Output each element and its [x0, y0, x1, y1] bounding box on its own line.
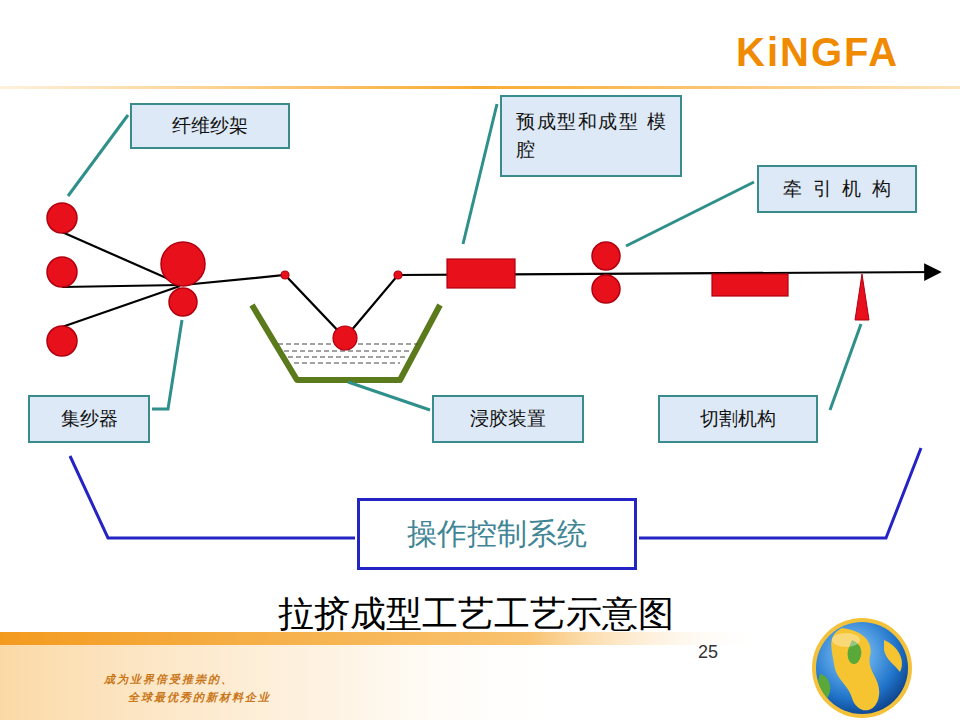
node-text: 集纱器 [61, 406, 118, 432]
fibre-path [62, 232, 940, 338]
gathering-rollers [161, 242, 205, 316]
node-text: 牵引机构 [783, 176, 901, 202]
puller-callout: 牵引机构 [757, 165, 917, 213]
node-text: 纤维纱架 [172, 113, 248, 139]
guide-rollers [281, 271, 402, 350]
forming-die [447, 259, 515, 288]
impregnation-callout: 浸胶装置 [432, 395, 584, 443]
control-system-box: 操作控制系统 [357, 498, 637, 570]
figure-caption: 拉挤成型工艺工艺示意图 [278, 590, 674, 639]
slogan-line: 全球最优秀的新材料企业 [128, 690, 271, 705]
node-text: 操作控制系统 [407, 514, 587, 555]
slogan-line: 成为业界倍受推崇的、 [104, 672, 234, 687]
gatherer-callout: 集纱器 [28, 395, 150, 443]
creel-bobbins [47, 203, 77, 356]
leader-line [68, 104, 861, 410]
creel-callout: 纤维纱架 [130, 103, 290, 149]
page-number: 25 [698, 642, 718, 663]
cutter-callout: 切割机构 [658, 395, 818, 443]
header-rule [0, 86, 960, 89]
resin-bath [252, 305, 440, 380]
node-text: 切割机构 [700, 406, 776, 432]
puller-rollers [592, 242, 620, 303]
die-callout: 预成型和成型 模腔 [500, 95, 682, 177]
node-text: 预成型和成型 模腔 [516, 108, 666, 163]
company-logo: KiNGFA [736, 30, 899, 75]
globe-logo [812, 618, 912, 718]
cutter [855, 274, 869, 320]
post-unit [712, 274, 788, 296]
node-text: 浸胶装置 [470, 406, 546, 432]
